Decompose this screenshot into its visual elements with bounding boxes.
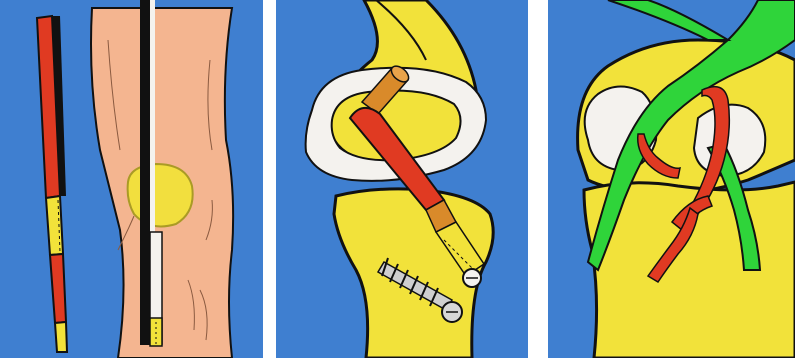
panel-anterior-knee-graft	[0, 0, 263, 358]
patella-icon	[128, 164, 193, 226]
panel-lateral-knee-fixation	[276, 0, 528, 358]
anterior-knee-illustration	[0, 0, 263, 358]
intra-articular-illustration	[548, 0, 795, 358]
button-fixation-icon	[463, 269, 481, 287]
lateral-knee-illustration	[276, 0, 528, 358]
panel-intra-articular-view	[548, 0, 795, 358]
